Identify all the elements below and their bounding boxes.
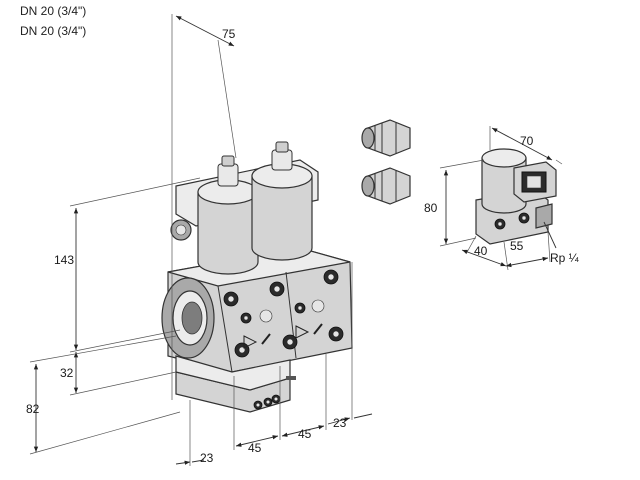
dim-40: 40 — [474, 244, 488, 258]
caption-dn-2: DN 20 (3/4") — [20, 24, 87, 38]
dim-23-right: 23 — [333, 416, 347, 430]
flow-arrow-icon — [295, 325, 310, 339]
dim-82: 82 — [26, 402, 40, 416]
flow-mark-icon — [261, 333, 271, 345]
dimension-lines — [29, 14, 563, 466]
dim-32: 32 — [60, 366, 74, 380]
dim-143: 143 — [54, 253, 74, 267]
caption-dn-1: DN 20 (3/4") — [20, 4, 87, 18]
dim-rp: Rp ¼ — [550, 251, 580, 265]
rp-port-fitting — [535, 203, 553, 229]
block-screws — [223, 269, 344, 358]
cable-gland-top — [361, 119, 411, 157]
main-valve-assembly — [161, 141, 353, 413]
dim-55: 55 — [510, 239, 524, 253]
solenoid-coil-left — [197, 155, 259, 275]
flow-arrow-icon — [243, 335, 258, 349]
bracket-hole-inner — [175, 224, 187, 236]
dim-70: 70 — [520, 134, 534, 148]
inlet-bore — [181, 301, 203, 335]
small-valve — [475, 148, 557, 245]
solenoid-coil-right — [251, 141, 313, 261]
flow-mark-icon — [313, 323, 323, 335]
dim-75: 75 — [222, 27, 236, 41]
dim-80: 80 — [424, 201, 438, 215]
dim-45-left: 45 — [248, 441, 262, 455]
dim-23-bottom: 23 — [200, 451, 214, 465]
dim-45-right: 45 — [298, 427, 312, 441]
cable-gland-bottom — [361, 167, 411, 205]
